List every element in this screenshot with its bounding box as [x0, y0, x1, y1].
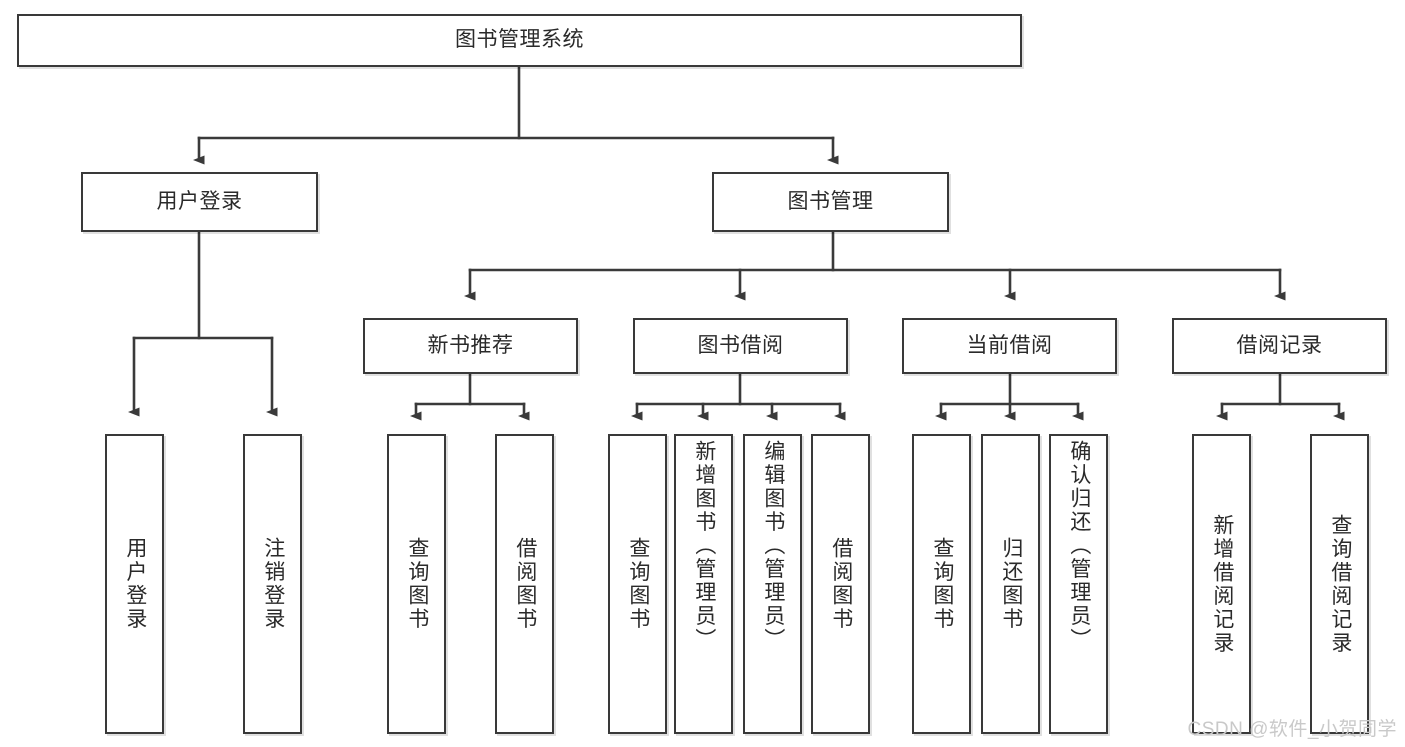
node-user-login-label: 用户登录	[156, 189, 243, 213]
node-book-management[interactable]: 图书管理	[712, 172, 949, 232]
node-new-book-recommend[interactable]: 新书推荐	[363, 318, 578, 374]
leaf-borrow-borrow-book-label: 借阅图书	[829, 537, 853, 631]
leaf-borrow-add-book[interactable]: 新增图书（管理员）	[674, 434, 733, 734]
leaf-borrow-borrow-book[interactable]: 借阅图书	[811, 434, 870, 734]
leaf-borrow-edit-book-label: 编辑图书（管理员）	[761, 440, 785, 652]
node-borrow-record[interactable]: 借阅记录	[1172, 318, 1387, 374]
leaf-record-add-record[interactable]: 新增借阅记录	[1192, 434, 1251, 734]
leaf-record-query-record-label: 查询借阅记录	[1328, 513, 1352, 655]
node-new-book-recommend-label: 新书推荐	[427, 333, 514, 357]
leaf-current-return-book-label: 归还图书	[999, 537, 1023, 631]
leaf-record-query-record[interactable]: 查询借阅记录	[1310, 434, 1369, 734]
leaf-borrow-add-book-label: 新增图书（管理员）	[692, 440, 716, 652]
leaf-user-login-logout-label: 注销登录	[261, 537, 285, 631]
leaf-user-login-logout[interactable]: 注销登录	[243, 434, 302, 734]
node-book-borrow[interactable]: 图书借阅	[633, 318, 848, 374]
watermark: CSDN @软件_小贺同学	[1187, 719, 1397, 740]
node-root-label: 图书管理系统	[455, 28, 584, 52]
leaf-current-return-book[interactable]: 归还图书	[981, 434, 1040, 734]
node-book-borrow-label: 图书借阅	[697, 333, 784, 357]
leaf-current-query-book[interactable]: 查询图书	[912, 434, 971, 734]
node-current-borrow[interactable]: 当前借阅	[902, 318, 1117, 374]
leaf-user-login-login[interactable]: 用户登录	[105, 434, 164, 734]
leaf-recommend-query-book-label: 查询图书	[405, 537, 429, 631]
leaf-borrow-query-book[interactable]: 查询图书	[608, 434, 667, 734]
node-book-management-label: 图书管理	[787, 189, 874, 213]
leaf-user-login-login-label: 用户登录	[123, 537, 147, 631]
leaf-current-confirm-return-label: 确认归还（管理员）	[1067, 440, 1091, 652]
node-borrow-record-label: 借阅记录	[1236, 333, 1323, 357]
leaf-current-query-book-label: 查询图书	[930, 537, 954, 631]
leaf-recommend-borrow-book-label: 借阅图书	[513, 537, 537, 631]
leaf-borrow-query-book-label: 查询图书	[626, 537, 650, 631]
leaf-recommend-query-book[interactable]: 查询图书	[387, 434, 446, 734]
leaf-recommend-borrow-book[interactable]: 借阅图书	[495, 434, 554, 734]
leaf-borrow-edit-book[interactable]: 编辑图书（管理员）	[743, 434, 802, 734]
node-current-borrow-label: 当前借阅	[966, 333, 1053, 357]
leaf-record-add-record-label: 新增借阅记录	[1210, 513, 1234, 655]
node-root[interactable]: 图书管理系统	[17, 14, 1022, 67]
node-user-login[interactable]: 用户登录	[81, 172, 318, 232]
leaf-current-confirm-return[interactable]: 确认归还（管理员）	[1049, 434, 1108, 734]
